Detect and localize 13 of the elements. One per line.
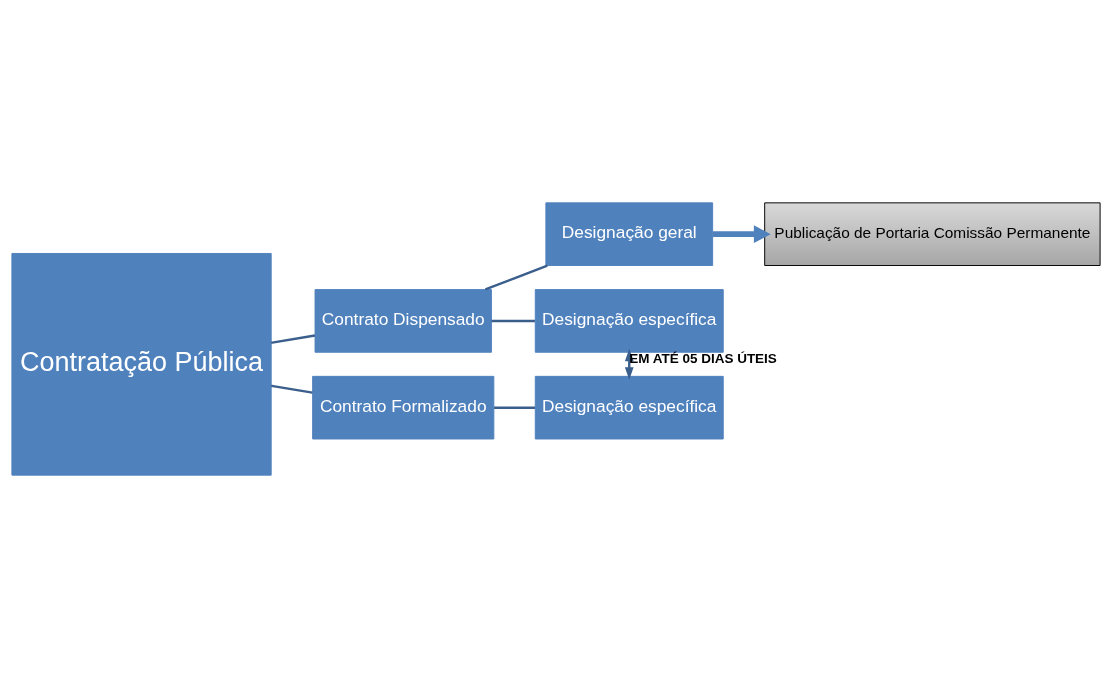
connector <box>491 319 535 322</box>
connector <box>271 333 316 344</box>
node-box: Contrato Dispensado <box>314 288 492 353</box>
node-box: Contrato Formalizado <box>312 375 495 439</box>
connector <box>494 405 536 409</box>
arrow <box>712 224 771 243</box>
node-box: Designação específica <box>534 375 724 439</box>
edge-label: EM ATÉ 05 DIAS ÚTEIS <box>629 350 777 366</box>
connector <box>485 263 548 291</box>
connector <box>271 384 313 394</box>
node-box: Contratação Pública <box>11 252 272 476</box>
node-box: Designação geral <box>545 201 714 266</box>
node-box: Publicação de Portaria Comissão Permanente <box>764 201 1101 266</box>
